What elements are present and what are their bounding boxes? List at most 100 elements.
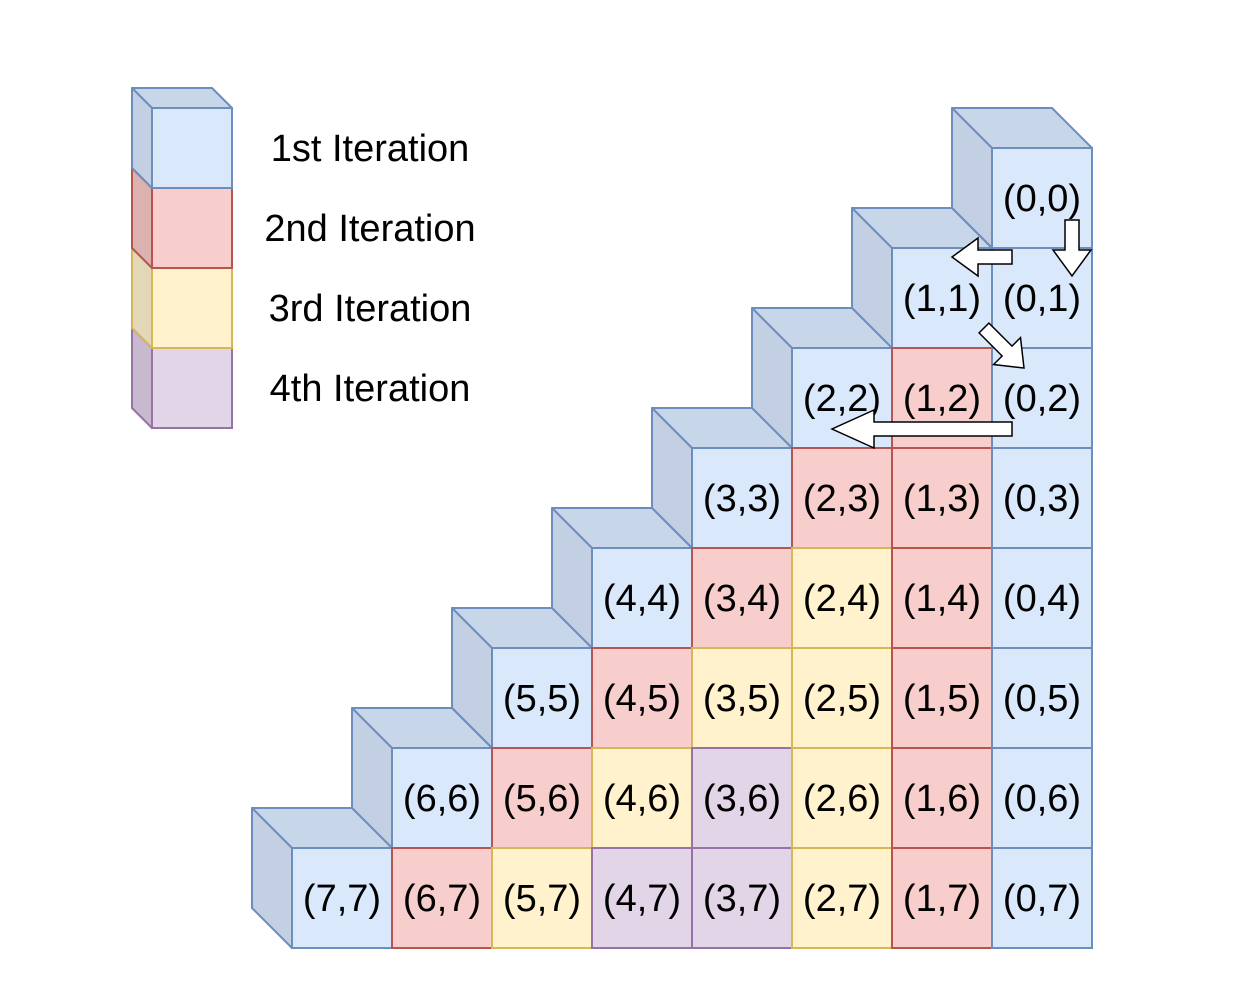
cell-0-4: (0,4) — [991, 547, 1093, 649]
cell-3-3: (3,3) — [651, 407, 793, 549]
cell-label: (3,3) — [703, 478, 781, 520]
legend-swatch-front — [151, 267, 233, 349]
cell-label: (5,5) — [503, 678, 581, 720]
cell-3-5: (3,5) — [691, 647, 793, 749]
cell-label: (0,0) — [1003, 178, 1081, 220]
cell-3-7: (3,7) — [691, 847, 793, 949]
cell-front-face — [991, 647, 1093, 749]
cell-label: (1,7) — [903, 878, 981, 920]
cell-front-face — [491, 847, 593, 949]
cell-label: (0,1) — [1003, 278, 1081, 320]
cell-front-face — [691, 847, 793, 949]
cell-1-3: (1,3) — [891, 447, 993, 549]
cell-label: (2,5) — [803, 678, 881, 720]
cell-label: (0,6) — [1003, 778, 1081, 820]
cell-1-4: (1,4) — [891, 547, 993, 649]
cell-label: (6,7) — [403, 878, 481, 920]
cell-5-5: (5,5) — [451, 607, 593, 749]
cell-front-face — [691, 447, 793, 549]
cell-front-face — [991, 847, 1093, 949]
legend-label-iteration-3: 3rd Iteration — [269, 288, 472, 330]
cell-front-face — [991, 447, 1093, 549]
cell-2-5: (2,5) — [791, 647, 893, 749]
cell-front-face — [891, 847, 993, 949]
cell-label: (4,5) — [603, 678, 681, 720]
cell-front-face — [791, 647, 893, 749]
cell-label: (2,3) — [803, 478, 881, 520]
legend-swatch-front — [151, 347, 233, 429]
arrow-overlay — [830, 219, 1093, 450]
cell-front-face — [391, 747, 493, 849]
cell-6-6: (6,6) — [351, 707, 493, 849]
legend-swatch-front — [151, 187, 233, 269]
cell-front-face — [791, 847, 893, 949]
legend-swatch-iteration-1 — [131, 87, 233, 189]
cell-label: (0,5) — [1003, 678, 1081, 720]
cell-label: (3,7) — [703, 878, 781, 920]
cell-7-7: (7,7) — [251, 807, 393, 949]
arrow-diag-1-1-to-0-2 — [978, 322, 1025, 369]
arrow-left-0-1-to-1-1 — [950, 236, 1013, 278]
cell-2-3: (2,3) — [791, 447, 893, 549]
legend: 1st Iteration 2nd Iteration 3rd Iteration 4… — [131, 87, 476, 429]
legend-label-iteration-1: 1st Iteration — [271, 128, 470, 170]
arrow-left-0-2-to-2-2 — [830, 408, 1013, 450]
cell-1-7: (1,7) — [891, 847, 993, 949]
cell-label: (1,3) — [903, 478, 981, 520]
cell-0-0: (0,0) — [951, 107, 1093, 249]
legend-label-iteration-2: 2nd Iteration — [264, 208, 475, 250]
cell-0-3: (0,3) — [991, 447, 1093, 549]
cell-4-5: (4,5) — [591, 647, 693, 749]
cell-1-6: (1,6) — [891, 747, 993, 849]
cell-label: (7,7) — [303, 878, 381, 920]
cell-label: (2,4) — [803, 578, 881, 620]
cell-front-face — [691, 747, 793, 849]
cell-label: (1,6) — [903, 778, 981, 820]
cell-front-face — [591, 747, 693, 849]
arrow-down-0-0-to-0-1 — [1051, 219, 1093, 278]
cell-4-6: (4,6) — [591, 747, 693, 849]
cell-label: (2,7) — [803, 878, 881, 920]
legend-swatch-front — [151, 107, 233, 189]
cell-label: (5,7) — [503, 878, 581, 920]
cell-front-face — [891, 747, 993, 849]
cell-label: (1,4) — [903, 578, 981, 620]
cell-label: (1,1) — [903, 278, 981, 320]
cell-label: (4,6) — [603, 778, 681, 820]
cell-label: (5,6) — [503, 778, 581, 820]
cell-3-4: (3,4) — [691, 547, 793, 649]
cell-front-face — [291, 847, 393, 949]
legend-swatch-iteration-2 — [131, 167, 233, 269]
legend-label-iteration-4: 4th Iteration — [270, 368, 471, 410]
cell-label: (0,2) — [1003, 378, 1081, 420]
cell-1-1: (1,1) — [851, 207, 993, 349]
cell-3-6: (3,6) — [691, 747, 793, 849]
cell-2-4: (2,4) — [791, 547, 893, 649]
cell-front-face — [391, 847, 493, 949]
cell-4-7: (4,7) — [591, 847, 693, 949]
cell-label: (6,6) — [403, 778, 481, 820]
cell-label: (0,7) — [1003, 878, 1081, 920]
cell-label: (4,7) — [603, 878, 681, 920]
legend-swatch-iteration-4 — [131, 327, 233, 429]
cell-label: (3,4) — [703, 578, 781, 620]
cell-front-face — [991, 747, 1093, 849]
cell-label: (0,3) — [1003, 478, 1081, 520]
cell-front-face — [591, 647, 693, 749]
cell-5-7: (5,7) — [491, 847, 593, 949]
cell-label: (3,6) — [703, 778, 781, 820]
cell-5-6: (5,6) — [491, 747, 593, 849]
cell-front-face — [491, 647, 593, 749]
cell-front-face — [891, 647, 993, 749]
cell-0-7: (0,7) — [991, 847, 1093, 949]
cell-2-7: (2,7) — [791, 847, 893, 949]
cell-label: (2,6) — [803, 778, 881, 820]
cell-1-5: (1,5) — [891, 647, 993, 749]
cell-0-5: (0,5) — [991, 647, 1093, 749]
cell-label: (0,4) — [1003, 578, 1081, 620]
cell-front-face — [891, 447, 993, 549]
cell-label: (3,5) — [703, 678, 781, 720]
cell-label: (4,4) — [603, 578, 681, 620]
cell-4-4: (4,4) — [551, 507, 693, 649]
